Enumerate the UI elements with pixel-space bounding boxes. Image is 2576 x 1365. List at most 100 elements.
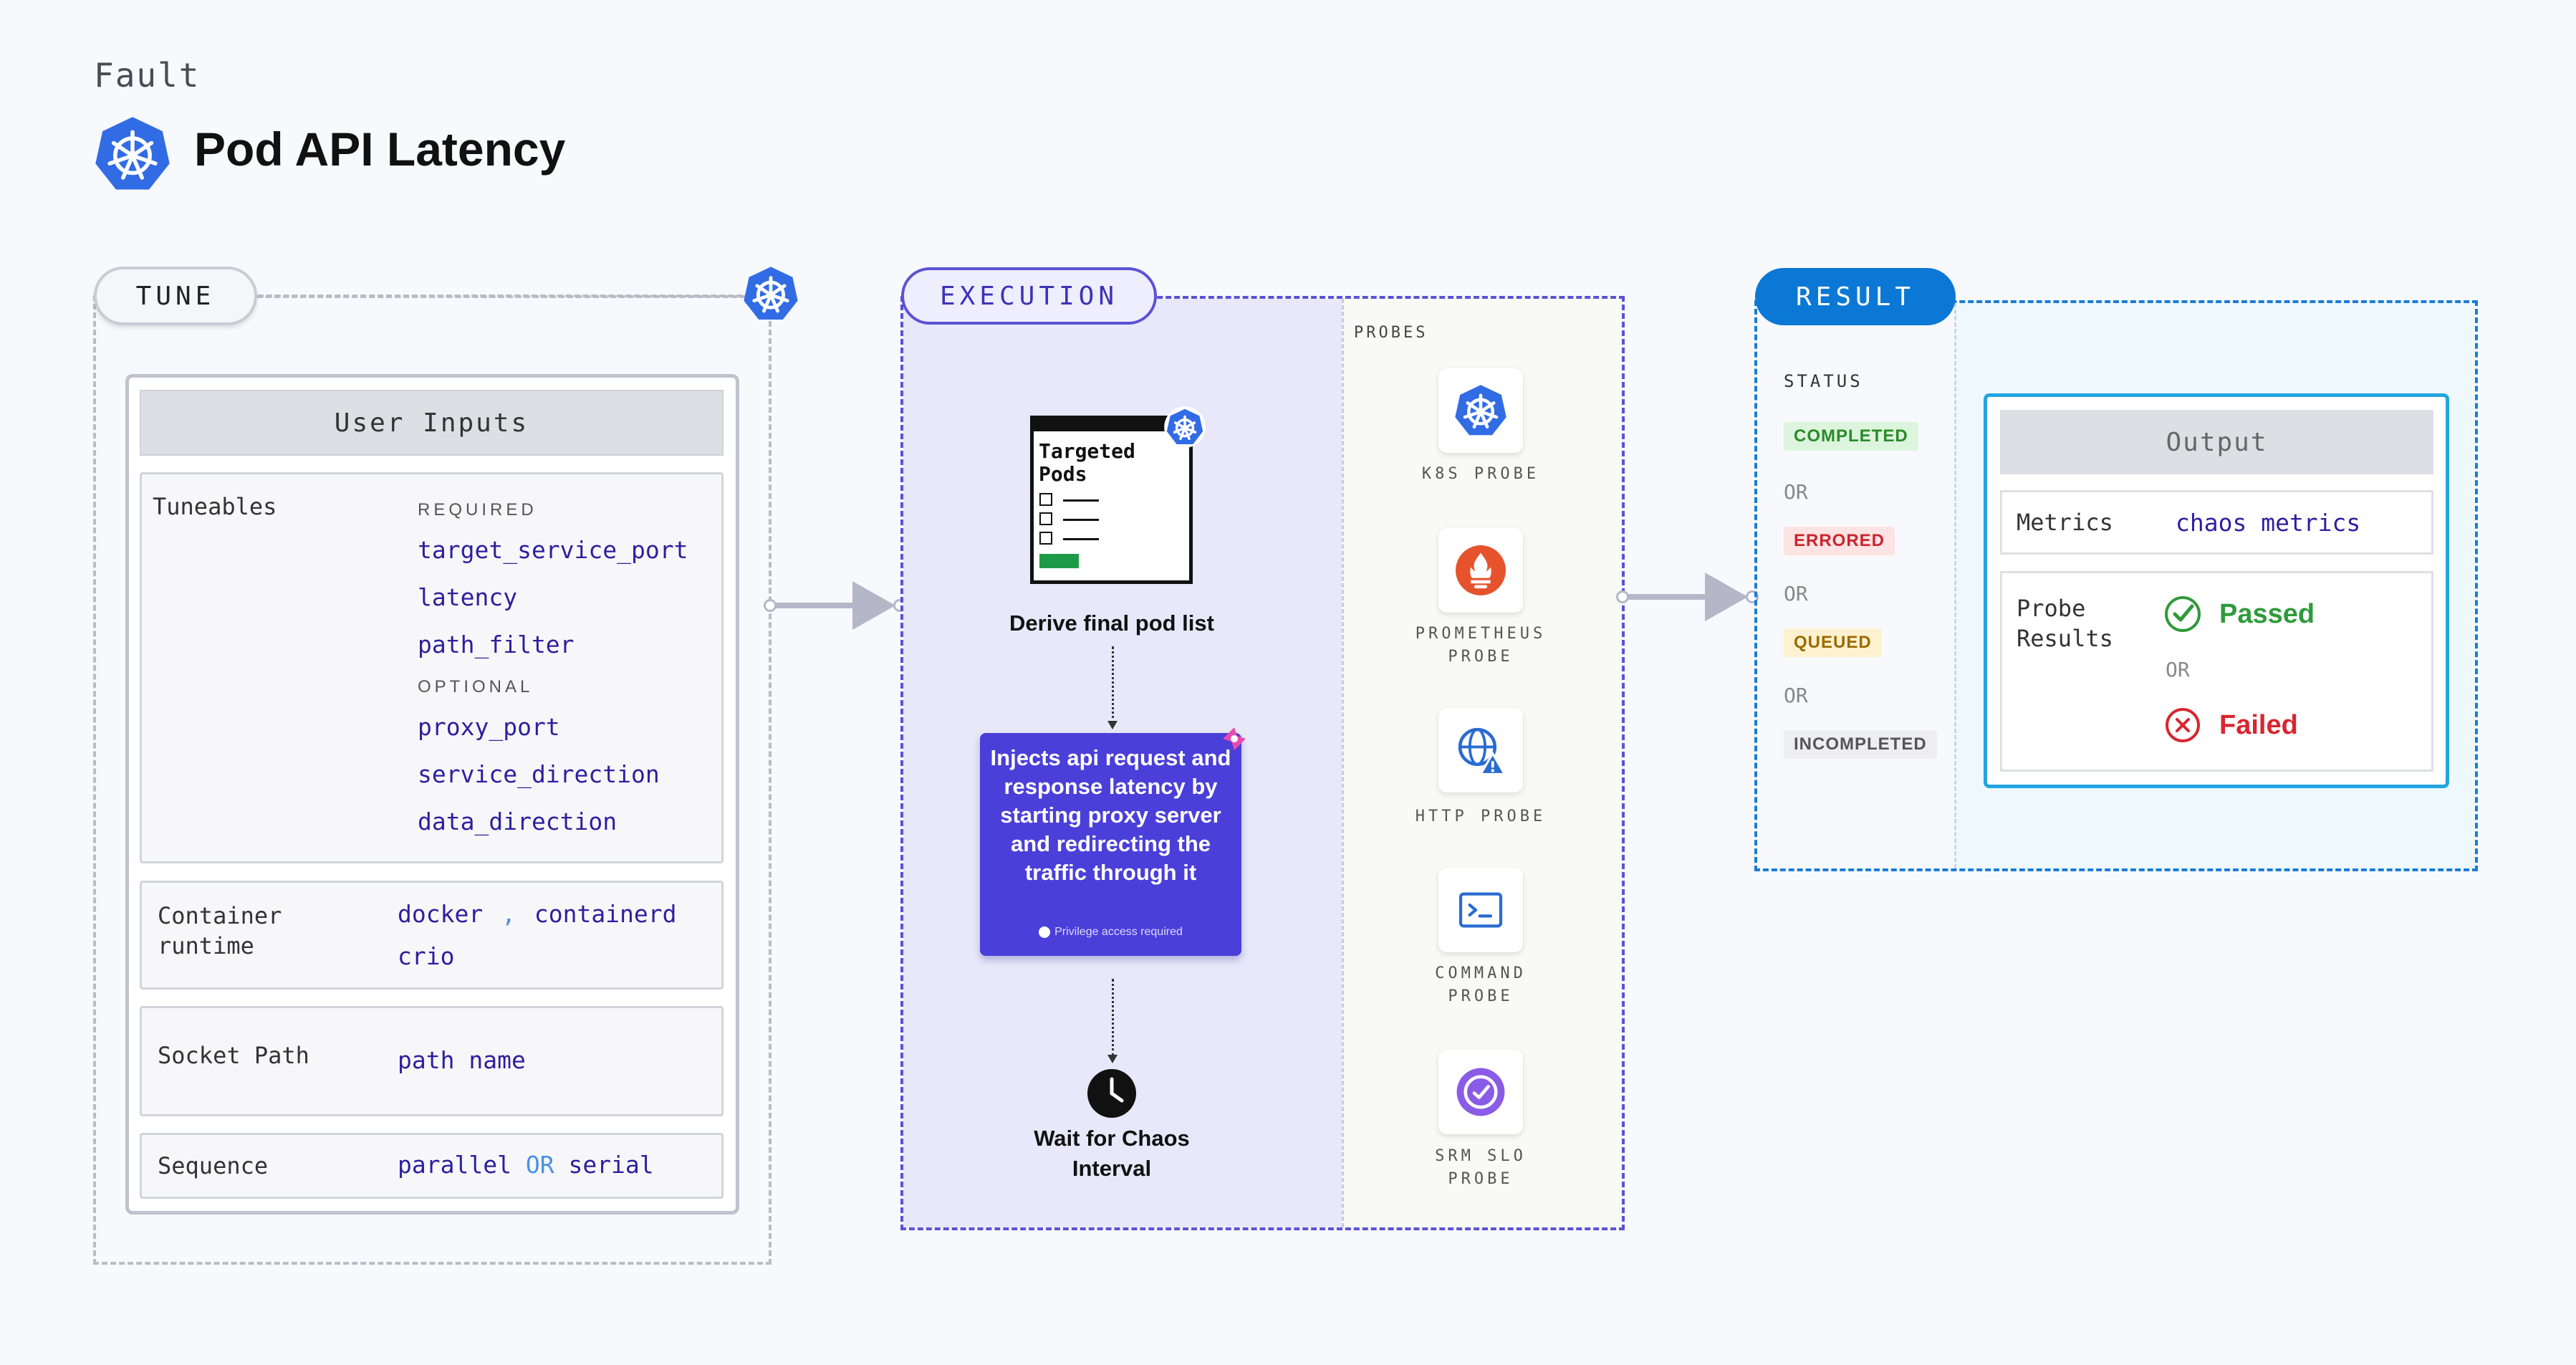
pod-line [1063, 538, 1099, 540]
privilege-text: Privilege access required [1054, 926, 1183, 938]
probe-results-or: OR [2166, 658, 2190, 681]
metrics-label: Metrics [2017, 509, 2113, 536]
result-pill: RESULT [1755, 268, 1956, 325]
chaos-inject-icon [1223, 727, 1246, 750]
tuneables-section [140, 472, 724, 863]
flow-line [1112, 646, 1114, 724]
probe-http [1438, 708, 1523, 792]
metrics-value: chaos metrics [2176, 509, 2361, 537]
runtime-containerd: containerd [534, 900, 677, 928]
probes-title: PROBES [1354, 324, 1428, 342]
probe-results-line2: Results [2017, 625, 2113, 652]
param-proxy-port: proxy_port [418, 713, 560, 741]
tuneables-label: Tuneables [153, 493, 277, 520]
param-path-filter: path_filter [418, 631, 575, 658]
param-service-direction: service_direction [418, 760, 660, 788]
probe-prometheus-line2: PROBE [1448, 648, 1514, 666]
socket-path-value: path name [398, 1046, 526, 1074]
status-incompleted-badge: INCOMPLETED [1784, 730, 1937, 759]
arrow-down-icon [1107, 721, 1118, 729]
probe-results-row [2000, 571, 2433, 772]
output-header: Output [2000, 410, 2433, 474]
targeted-pods-line2: Pods [1039, 462, 1087, 486]
required-label: REQUIRED [418, 500, 537, 519]
param-target-service-port: target_service_port [418, 536, 688, 564]
sequence-values: parallel OR serial [398, 1151, 654, 1179]
check-circle-icon [2165, 596, 2201, 632]
metrics-row [2000, 490, 2433, 555]
runtime-docker: docker [398, 900, 484, 928]
probe-command-label: COMMAND PROBE [1402, 962, 1559, 1008]
container-runtime-label-line2: runtime [158, 932, 254, 959]
user-inputs-header: User Inputs [140, 390, 724, 456]
pod-line [1063, 499, 1099, 502]
tune-divider [258, 294, 759, 297]
probe-command-line1: COMMAND [1435, 964, 1527, 982]
targeted-pods-label: Targeted Pods [1039, 440, 1135, 486]
probe-srm-slo-line2: PROBE [1448, 1170, 1514, 1188]
probe-results-line1: Probe [2017, 595, 2086, 622]
probe-results-label: Probe Results [2017, 593, 2113, 653]
pod-status-bar [1039, 554, 1079, 568]
lock-icon [1039, 926, 1051, 938]
container-runtime-label-line1: Container [158, 902, 282, 929]
runtime-values-row: docker , containerd [398, 900, 677, 928]
param-latency: latency [418, 583, 518, 611]
kubernetes-icon [1164, 406, 1206, 448]
page-title: Pod API Latency [194, 123, 566, 176]
optional-label: OPTIONAL [418, 677, 534, 696]
passed-label: Passed [2219, 599, 2315, 629]
param-data-direction: data_direction [418, 808, 617, 835]
clock-icon [1087, 1069, 1136, 1118]
arrow-down-icon [1107, 1055, 1118, 1063]
arrow-right-icon [852, 581, 895, 630]
failed-label: Failed [2219, 710, 2298, 740]
fault-label: Fault [94, 56, 201, 95]
checkbox-icon [1039, 493, 1052, 506]
wait-line1: Wait for Chaos [1034, 1126, 1190, 1151]
x-circle-icon [2166, 708, 2200, 742]
runtime-separator: , [501, 900, 516, 928]
targeted-pods-line1: Targeted [1039, 439, 1135, 463]
status-queued-badge: QUEUED [1784, 628, 1882, 657]
container-runtime-section [140, 881, 724, 990]
inject-latency-text: Injects api request and response latency… [990, 745, 1231, 885]
socket-path-section [140, 1006, 724, 1116]
checkbox-icon [1039, 532, 1052, 545]
probe-prometheus-line1: PROMETHEUS [1415, 625, 1547, 643]
probe-k8s-label: K8S PROBE [1402, 463, 1559, 486]
probe-k8s-line1: K8S PROBE [1421, 465, 1540, 483]
inject-latency-step [980, 733, 1241, 956]
probe-k8s [1438, 368, 1523, 453]
probe-prometheus-label: PROMETHEUS PROBE [1402, 623, 1559, 669]
sequence-parallel: parallel [398, 1151, 511, 1179]
status-completed-badge: COMPLETED [1784, 422, 1918, 451]
arrow-right-icon [1705, 573, 1748, 621]
probe-http-line1: HTTP PROBE [1415, 808, 1547, 825]
probe-prometheus [1438, 528, 1523, 613]
probe-srm-slo-label: SRM SLO PROBE [1402, 1145, 1559, 1191]
execution-pill: EXECUTION [901, 267, 1157, 325]
sequence-section [140, 1133, 724, 1199]
targeted-pods-card-bar [1030, 416, 1193, 431]
http-globe-icon [1458, 727, 1507, 775]
k8s-icon [1455, 385, 1506, 436]
container-runtime-label: Container runtime [158, 901, 282, 961]
probe-command-line2: PROBE [1448, 987, 1514, 1005]
status-or: OR [1784, 684, 1808, 707]
probe-srm-slo [1438, 1050, 1523, 1134]
execution-frame [900, 296, 1625, 1230]
probe-http-label: HTTP PROBE [1402, 805, 1559, 828]
result-frame [1754, 300, 2478, 871]
status-or: OR [1784, 582, 1808, 605]
wait-chaos-interval-label: Wait for Chaos Interval [1003, 1124, 1221, 1184]
probe-command [1438, 868, 1523, 952]
status-errored-badge: ERRORED [1784, 527, 1895, 555]
sequence-serial: serial [568, 1151, 654, 1179]
prometheus-icon [1456, 545, 1506, 595]
kubernetes-icon [95, 117, 170, 190]
privilege-note: Privilege access required [987, 926, 1234, 939]
kubernetes-icon [744, 267, 798, 320]
sequence-or: OR [525, 1151, 554, 1179]
runtime-crio: crio [398, 942, 455, 970]
